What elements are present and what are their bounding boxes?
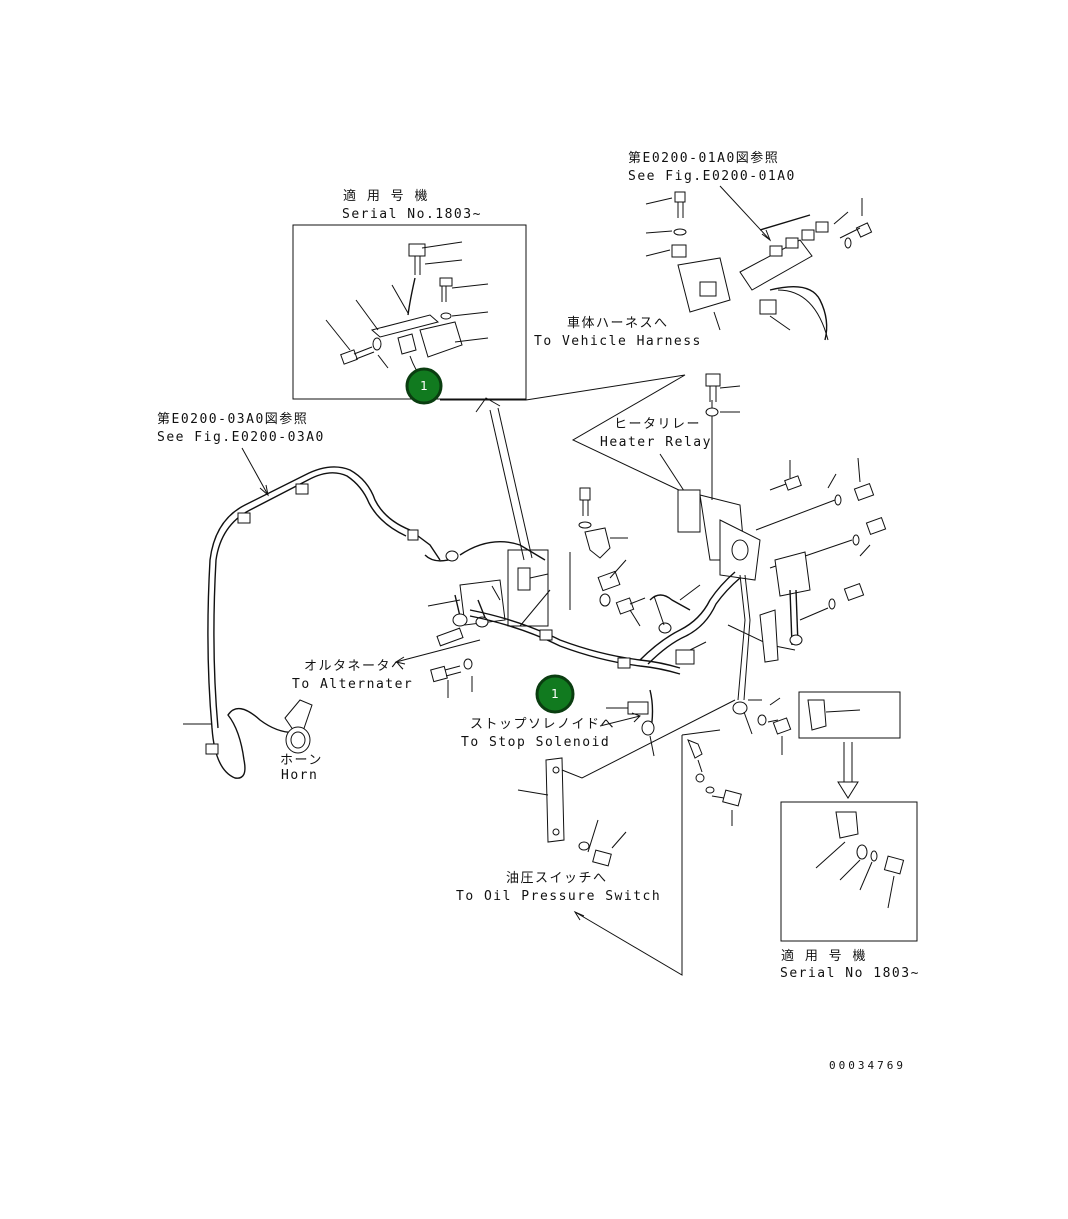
main-harness — [183, 466, 546, 779]
see-03a0-en: See Fig.E0200-03A0 — [157, 430, 325, 445]
stop-solenoid-en: To Stop Solenoid — [461, 735, 610, 750]
alternator-connector — [427, 579, 681, 675]
alternator-en: To Alternater — [292, 677, 413, 692]
heater-relay-assembly — [578, 373, 887, 757]
lower-bracket — [517, 699, 742, 867]
horn-icon — [285, 726, 311, 754]
oil-pressure-ja: 油圧スイッチへ — [506, 871, 608, 886]
inset-bottom-ja: 適 用 号 機 — [781, 948, 867, 964]
inset-top-en: Serial No.1803~ — [342, 207, 482, 222]
vehicle-harness-ja: 車体ハーネスへ — [567, 316, 669, 331]
bottom-inset — [780, 801, 918, 942]
relay-assembly — [645, 185, 873, 341]
inset-bracket — [370, 314, 440, 338]
stop-solenoid-ja: ストップソレノイドへ — [470, 717, 615, 732]
harness-leader — [525, 374, 701, 501]
inset-washer — [372, 337, 382, 351]
see-01a0-en: See Fig.E0200-01A0 — [628, 169, 796, 184]
right-callout-box — [798, 691, 901, 799]
horn-ja: ホーン — [280, 753, 323, 768]
vehicle-harness-en: To Vehicle Harness — [534, 334, 702, 349]
drawing-number: 00034769 — [829, 1059, 906, 1072]
callout-badge-main[interactable]: 1 — [535, 674, 575, 714]
callout-badge-top[interactable]: 1 — [405, 367, 443, 405]
oil-pressure-en: To Oil Pressure Switch — [456, 889, 661, 904]
see-01a0-ja: 第E0200-01A0図参照 — [628, 150, 779, 166]
inset-bolt-left — [340, 346, 375, 365]
inset-top-ja: 適 用 号 機 — [343, 188, 429, 204]
alternator-ja: オルタネータへ — [304, 659, 406, 674]
inset-bottom-en: Serial No 1803~ — [780, 966, 920, 981]
svg-text:1: 1 — [551, 687, 559, 701]
svg-text:1: 1 — [420, 379, 428, 393]
top-inset — [292, 224, 527, 400]
heater-relay-en: Heater Relay — [600, 435, 712, 450]
horn-en: Horn — [281, 768, 318, 783]
heater-relay-ja: ヒータリレー — [614, 417, 701, 432]
see-03a0-ja: 第E0200-03A0図参照 — [157, 411, 308, 427]
arrow-to-top-inset — [475, 397, 571, 627]
